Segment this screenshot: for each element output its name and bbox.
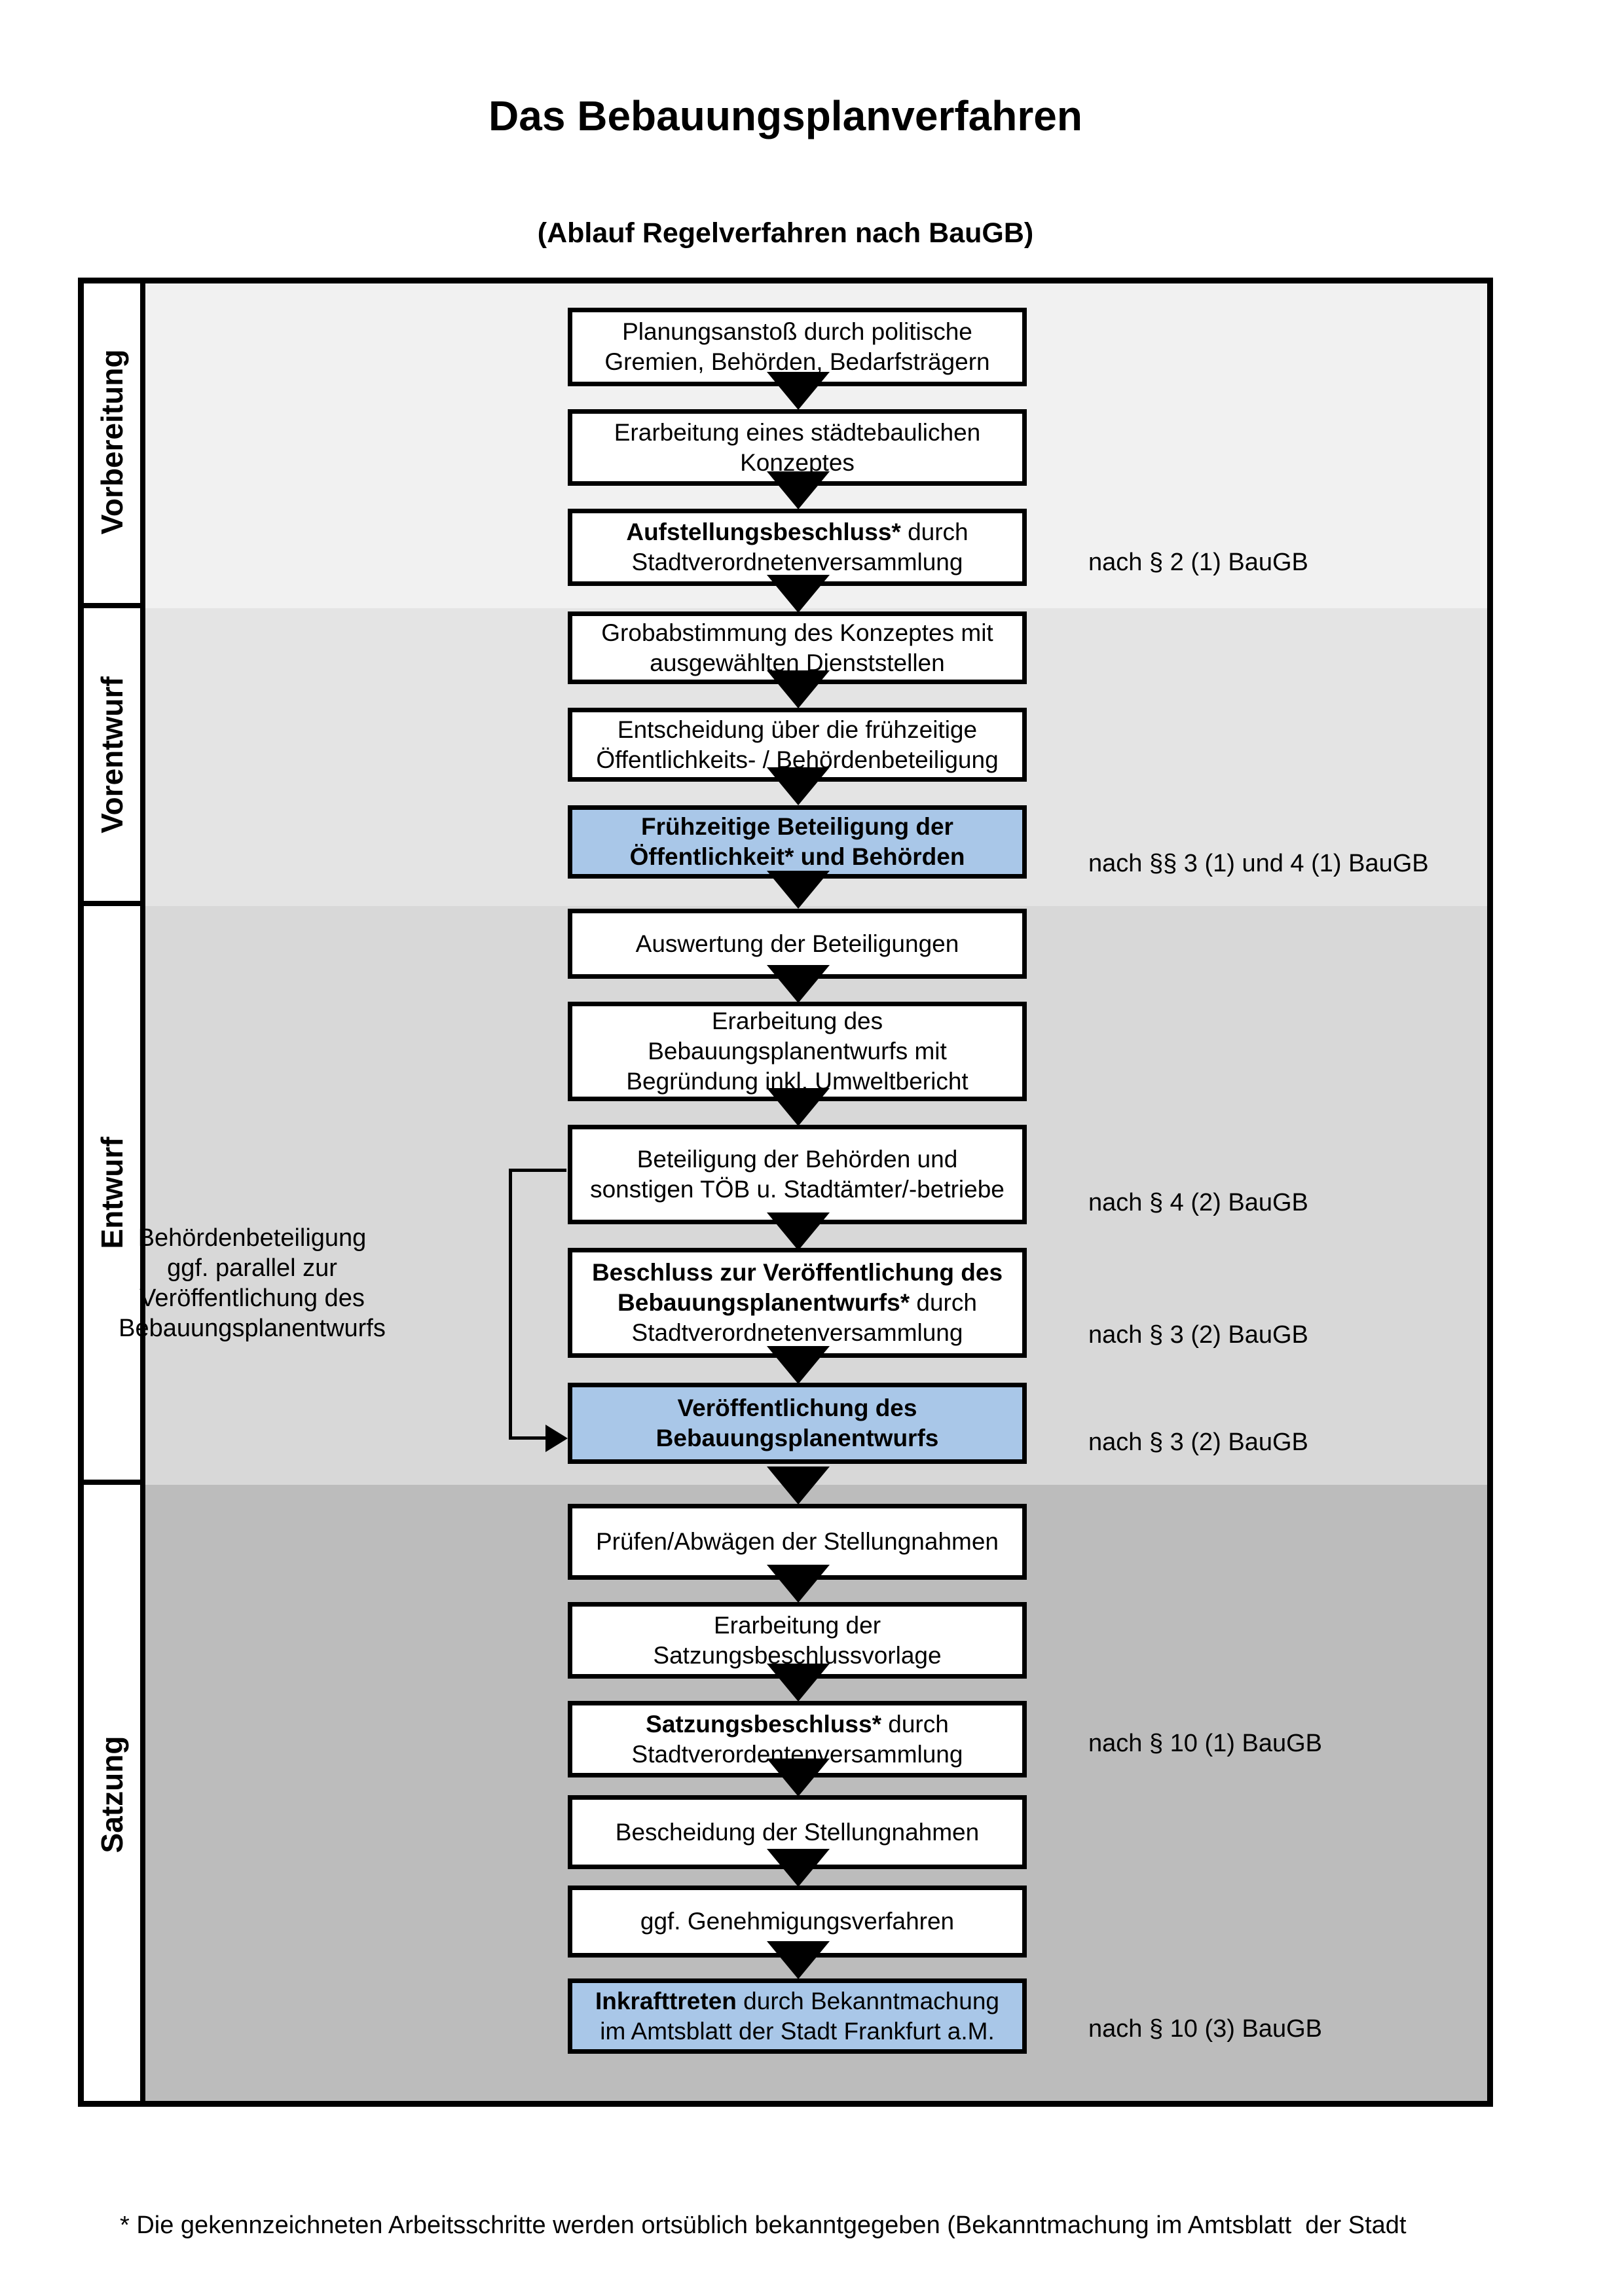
- flow-box-beschluss-veroeffentlichung: Beschluss zur Veröffentlichung des Bebau…: [568, 1248, 1027, 1358]
- arrow-down-icon: [767, 1212, 830, 1250]
- flow-box-erarbeitung-bebauungsplanentwurf: Erarbeitung des Bebauungsplanentwurfs mi…: [568, 1002, 1027, 1101]
- legal-reference: nach §§ 3 (1) und 4 (1) BauGB: [1088, 850, 1429, 877]
- arrow-down-icon: [767, 1088, 830, 1126]
- arrow-down-icon: [767, 1941, 830, 1979]
- phase-cell-vorbereitung: Vorbereitung: [84, 281, 145, 608]
- page-subtitle: (Ablauf Regelverfahren nach BauGB): [537, 217, 1034, 249]
- arrow-down-icon: [767, 1565, 830, 1603]
- page-title: Das Bebauungsplanverfahren: [489, 92, 1082, 139]
- flow-box-beteiligung-behoerden-toeb: Beteiligung der Behörden und sonstigen T…: [568, 1125, 1027, 1224]
- arrow-down-icon: [767, 767, 830, 805]
- arrow-down-icon: [767, 1346, 830, 1384]
- phase-label-satzung: Satzung: [95, 1736, 129, 1853]
- arrow-down-icon: [767, 575, 830, 613]
- flow-box-inkrafttreten: Inkrafttreten durch Bekanntmachung im Am…: [568, 1978, 1027, 2054]
- arrow-right-icon: [545, 1425, 568, 1452]
- flow-box-aufstellungsbeschluss: Aufstellungsbeschluss* durch Stadtverord…: [568, 509, 1027, 586]
- phase-cell-entwurf: Entwurf: [84, 906, 145, 1485]
- arrow-down-icon: [767, 372, 830, 410]
- arrow-down-icon: [767, 670, 830, 708]
- flow-box-fruehzeitige-beteiligung: Frühzeitige Beteiligung der Öffentlichke…: [568, 805, 1027, 879]
- phase-cell-vorentwurf: Vorentwurf: [84, 608, 145, 906]
- legal-reference: nach § 2 (1) BauGB: [1088, 549, 1308, 576]
- arrow-down-icon: [767, 871, 830, 909]
- legal-reference: nach § 3 (2) BauGB: [1088, 1429, 1308, 1456]
- phase-cell-satzung: Satzung: [84, 1485, 145, 2104]
- flow-box-grobabstimmung: Grobabstimmung des Konzeptes mit ausgewä…: [568, 611, 1027, 684]
- connector-line: [509, 1169, 566, 1172]
- arrow-down-icon: [767, 1664, 830, 1702]
- legal-reference: nach § 10 (3) BauGB: [1088, 2015, 1322, 2043]
- arrow-down-icon: [767, 1849, 830, 1887]
- legal-reference: nach § 10 (1) BauGB: [1088, 1730, 1322, 1757]
- arrow-down-icon: [767, 965, 830, 1003]
- legal-reference: nach § 4 (2) BauGB: [1088, 1189, 1308, 1216]
- connector-line: [509, 1436, 548, 1440]
- parallel-procedure-note: Behördenbeteiligung ggf. parallel zur Ve…: [119, 1224, 386, 1342]
- arrow-down-icon: [767, 1758, 830, 1796]
- legal-reference: nach § 3 (2) BauGB: [1088, 1321, 1308, 1349]
- phase-label-vorbereitung: Vorbereitung: [95, 349, 129, 535]
- connector-line: [509, 1169, 512, 1440]
- phase-label-vorentwurf: Vorentwurf: [95, 676, 129, 833]
- arrow-down-icon: [767, 471, 830, 509]
- flow-box-bescheidung-stellungnahmen: Bescheidung der Stellungnahmen: [568, 1795, 1027, 1869]
- flow-box-veroeffentlichung-bebauungsplanentwurf: Veröffentlichung des Bebauungsplanentwur…: [568, 1383, 1027, 1464]
- footnote: * Die gekennzeichneten Arbeitsschritte w…: [120, 2212, 1407, 2239]
- arrow-down-icon: [767, 1467, 830, 1504]
